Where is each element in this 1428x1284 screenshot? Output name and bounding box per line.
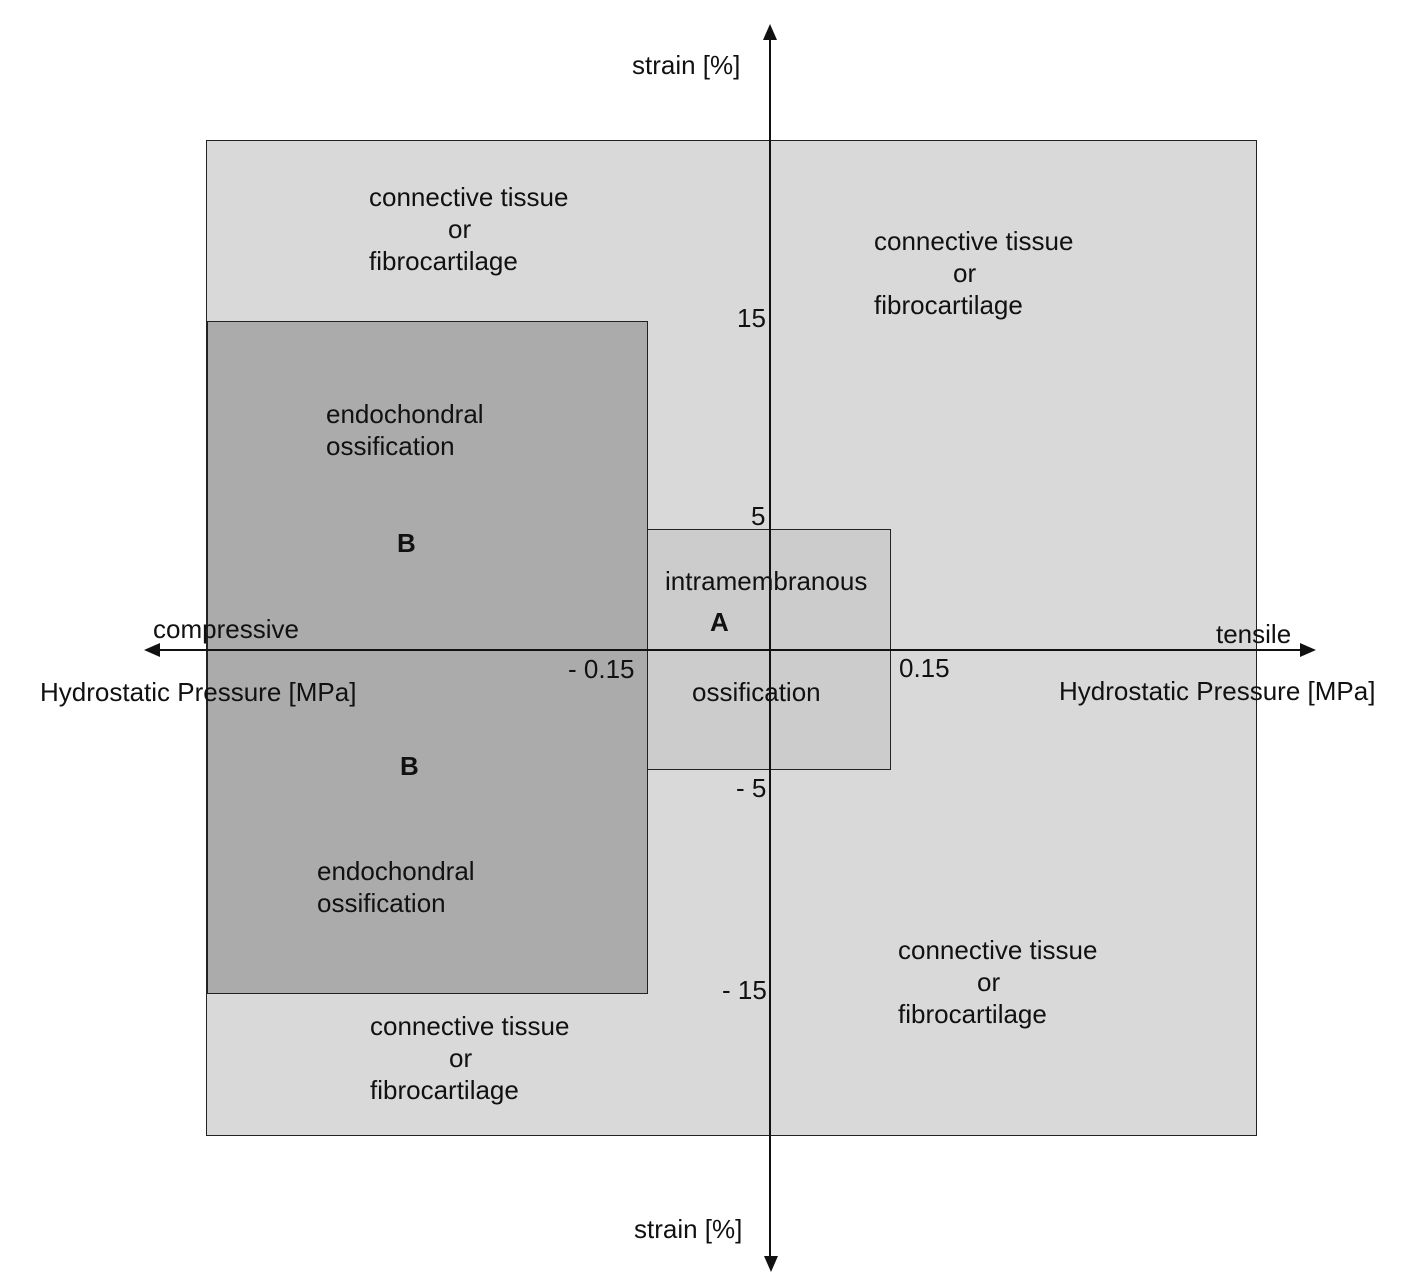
x-axis-right-label: Hydrostatic Pressure [MPa] <box>1059 676 1376 706</box>
connective-tissue-label-top-left: connective tissue <box>369 182 569 212</box>
y-axis-bottom-label: strain [%] <box>634 1214 743 1244</box>
tick-x-neg015: - 0.15 <box>568 654 635 684</box>
fibrocartilage-label-bottom-right: fibrocartilage <box>898 999 1047 1029</box>
x-axis-left-label: Hydrostatic Pressure [MPa] <box>40 677 357 707</box>
intramembranous-label: intramembranous <box>665 566 868 596</box>
fibrocartilage-label-bottom-left: fibrocartilage <box>370 1075 519 1105</box>
intramembranous-ossification-label: ossification <box>692 677 821 707</box>
tick-y-neg15: - 15 <box>722 975 767 1005</box>
fibrocartilage-label-top-left: fibrocartilage <box>369 246 518 276</box>
connective-tissue-or-top-right: or <box>953 258 977 288</box>
hydrostatic-pressure-axis <box>152 649 1308 651</box>
strain-axis <box>769 34 771 1266</box>
region-b-marker-bottom: B <box>400 751 419 781</box>
region-a-marker: A <box>710 607 729 637</box>
arrow-right-icon <box>1300 643 1316 657</box>
tick-y-5: 5 <box>751 501 766 531</box>
endochondral-label-top: endochondral <box>326 399 484 429</box>
x-axis-left-direction: compressive <box>153 614 299 644</box>
y-axis-top-label: strain [%] <box>632 50 741 80</box>
ossification-label-bottom: ossification <box>317 888 446 918</box>
endochondral-label-bottom: endochondral <box>317 856 475 886</box>
connective-tissue-label-top-right: connective tissue <box>874 226 1074 256</box>
connective-tissue-or-bottom-left: or <box>449 1043 473 1073</box>
ossification-label-top: ossification <box>326 431 455 461</box>
arrow-down-icon <box>764 1256 778 1272</box>
connective-tissue-or-bottom-right: or <box>977 967 1001 997</box>
tick-y-neg5: - 5 <box>736 773 767 803</box>
arrow-up-icon <box>763 24 777 40</box>
connective-tissue-label-bottom-right: connective tissue <box>898 935 1098 965</box>
arrow-left-icon <box>144 643 160 657</box>
tick-x-015: 0.15 <box>899 653 950 683</box>
connective-tissue-or-top-left: or <box>448 214 472 244</box>
endochondral-ossification-region <box>207 321 648 994</box>
x-axis-right-direction: tensile <box>1216 619 1292 649</box>
region-b-marker-top: B <box>397 528 416 558</box>
connective-tissue-label-bottom-left: connective tissue <box>370 1011 570 1041</box>
tick-y-15: 15 <box>737 303 766 333</box>
fibrocartilage-label-top-right: fibrocartilage <box>874 290 1023 320</box>
